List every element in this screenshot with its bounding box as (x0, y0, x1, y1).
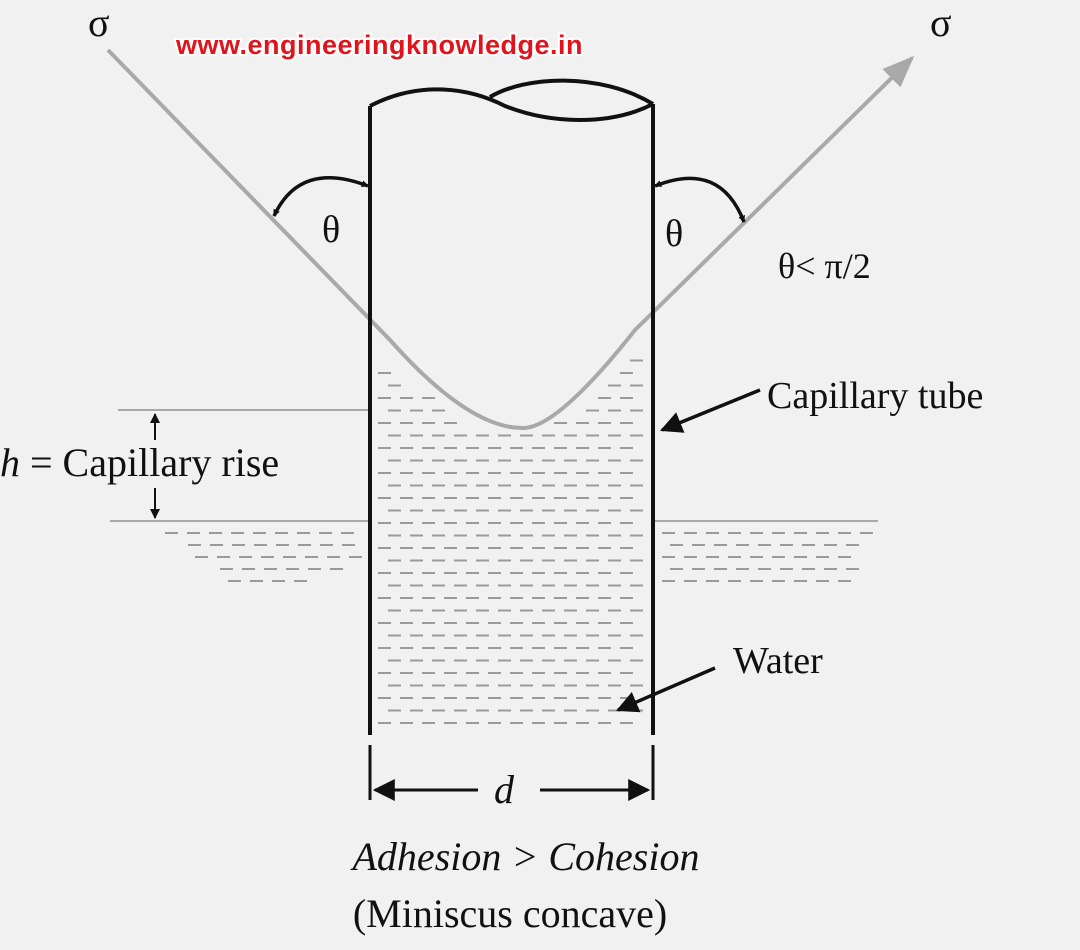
theta-left-label: θ (322, 209, 340, 251)
water-pointer (615, 666, 716, 713)
water-in-tube (378, 359, 643, 724)
capillary-tube-pointer (659, 388, 761, 433)
tube-break-front (369, 87, 654, 122)
theta-condition-label: θ< π/2 (778, 246, 871, 286)
capillary-rise-text: = Capillary rise (20, 440, 279, 485)
diameter-label: d (494, 767, 515, 812)
tube-break-back (488, 78, 655, 106)
relation-caption: Adhesion > Cohesion (350, 834, 700, 879)
water-label: Water (733, 640, 823, 682)
capillary-tube-label: Capillary tube (767, 375, 983, 417)
meniscus-caption: (Miniscus concave) (353, 891, 667, 936)
sigma-left-label: σ (88, 0, 110, 45)
surface-tension-meniscus-line (106, 48, 915, 431)
left-angle-arc (272, 176, 369, 217)
theta-right-label: θ (665, 213, 683, 255)
right-angle-arc (654, 176, 746, 223)
h-symbol: h (0, 440, 20, 485)
sigma-right-label: σ (930, 0, 952, 45)
water-reservoir (165, 532, 873, 582)
watermark-url: www.engineeringknowledge.in (175, 30, 583, 60)
capillary-rise-label: h = Capillary rise (0, 440, 279, 485)
